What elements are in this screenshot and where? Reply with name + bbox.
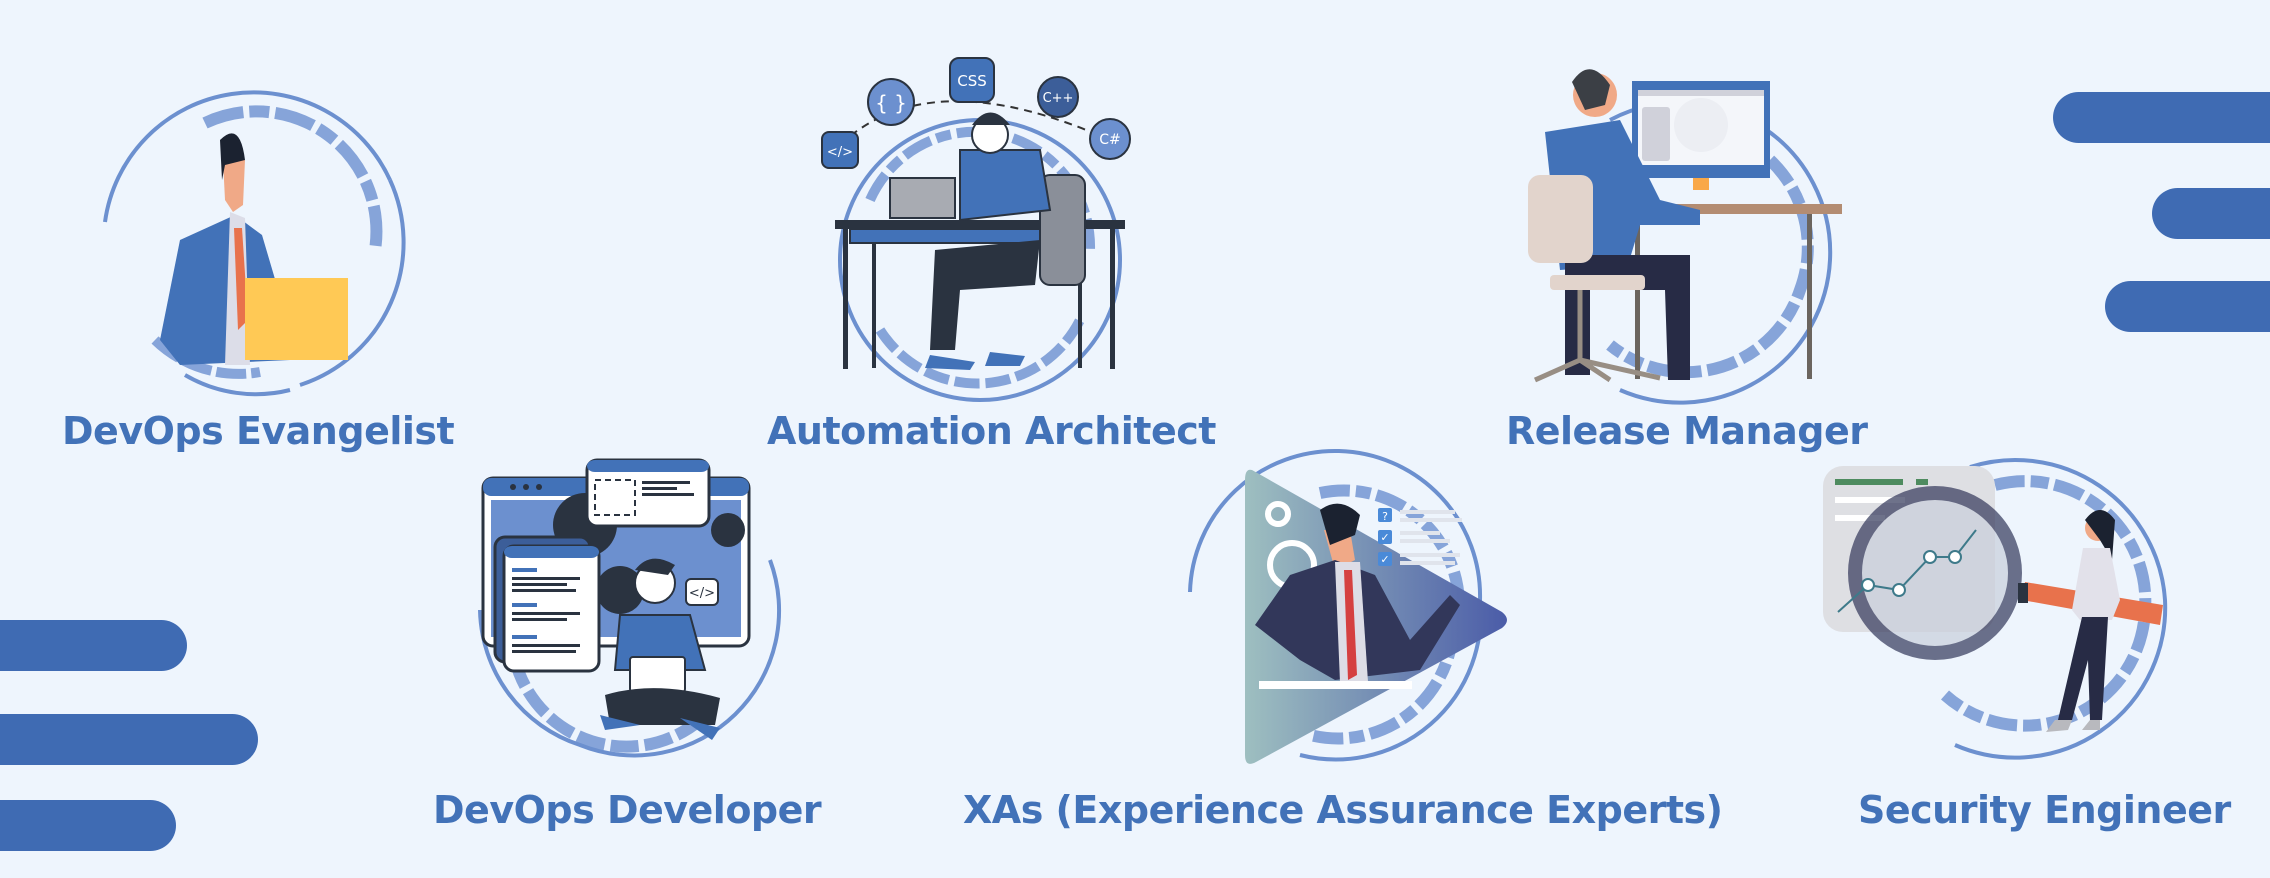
popup-window-icon: [585, 458, 711, 528]
desk-icon: [835, 220, 1125, 369]
monitor-icon: [1632, 81, 1770, 190]
role-label: Security Engineer: [1858, 788, 2231, 832]
badge-css-icon: CSS: [949, 57, 995, 103]
svg-text:C++: C++: [1043, 91, 1074, 106]
decor-bar-left-3: [0, 800, 176, 851]
presenter-icon: [1255, 503, 1460, 689]
svg-text:</>: </>: [827, 145, 853, 160]
role-label: Automation Architect: [767, 409, 1216, 453]
badge-braces-icon: { }: [867, 78, 915, 126]
decor-bar-right-3: [2105, 281, 2270, 332]
role-label: DevOps Evangelist: [62, 409, 455, 453]
dashed-arc: [839, 100, 1111, 146]
svg-text:CSS: CSS: [957, 72, 987, 90]
ring-icon: [103, 90, 406, 397]
role-label: DevOps Developer: [433, 788, 822, 832]
badge-html-icon: </>: [821, 131, 859, 169]
role-label: Release Manager: [1506, 409, 1868, 453]
decor-bar-right-2: [2152, 188, 2270, 239]
badge-cpp-icon: C++: [1037, 76, 1079, 118]
code-window-icon: [493, 535, 601, 673]
svg-text:?: ?: [1382, 510, 1388, 523]
ring-icon: [478, 559, 782, 758]
svg-text:</>: </>: [689, 586, 715, 601]
decor-bar-left-2: [0, 714, 258, 765]
developer-icon: [889, 112, 1086, 370]
checklist-icon: ? ✓ ✓: [1378, 508, 1462, 566]
man-icon: [160, 133, 348, 365]
decor-bar-left-1: [0, 620, 187, 671]
developer-icon: [600, 558, 720, 740]
badge-csharp-icon: C#: [1089, 118, 1131, 160]
man-icon: [1528, 69, 1700, 383]
ring-icon: [1188, 449, 1483, 762]
svg-text:✓: ✓: [1380, 531, 1389, 544]
code-badge-icon: </>: [685, 578, 719, 606]
decor-bar-right-1: [2053, 92, 2270, 143]
svg-text:✓: ✓: [1380, 553, 1389, 566]
role-label: XAs (Experience Assurance Experts): [963, 788, 1723, 832]
svg-text:C#: C#: [1099, 132, 1121, 148]
ring-icon: [1941, 458, 2168, 760]
woman-icon: [2046, 510, 2120, 732]
desk-icon: [1620, 204, 1842, 379]
svg-text:{ }: { }: [875, 91, 907, 115]
